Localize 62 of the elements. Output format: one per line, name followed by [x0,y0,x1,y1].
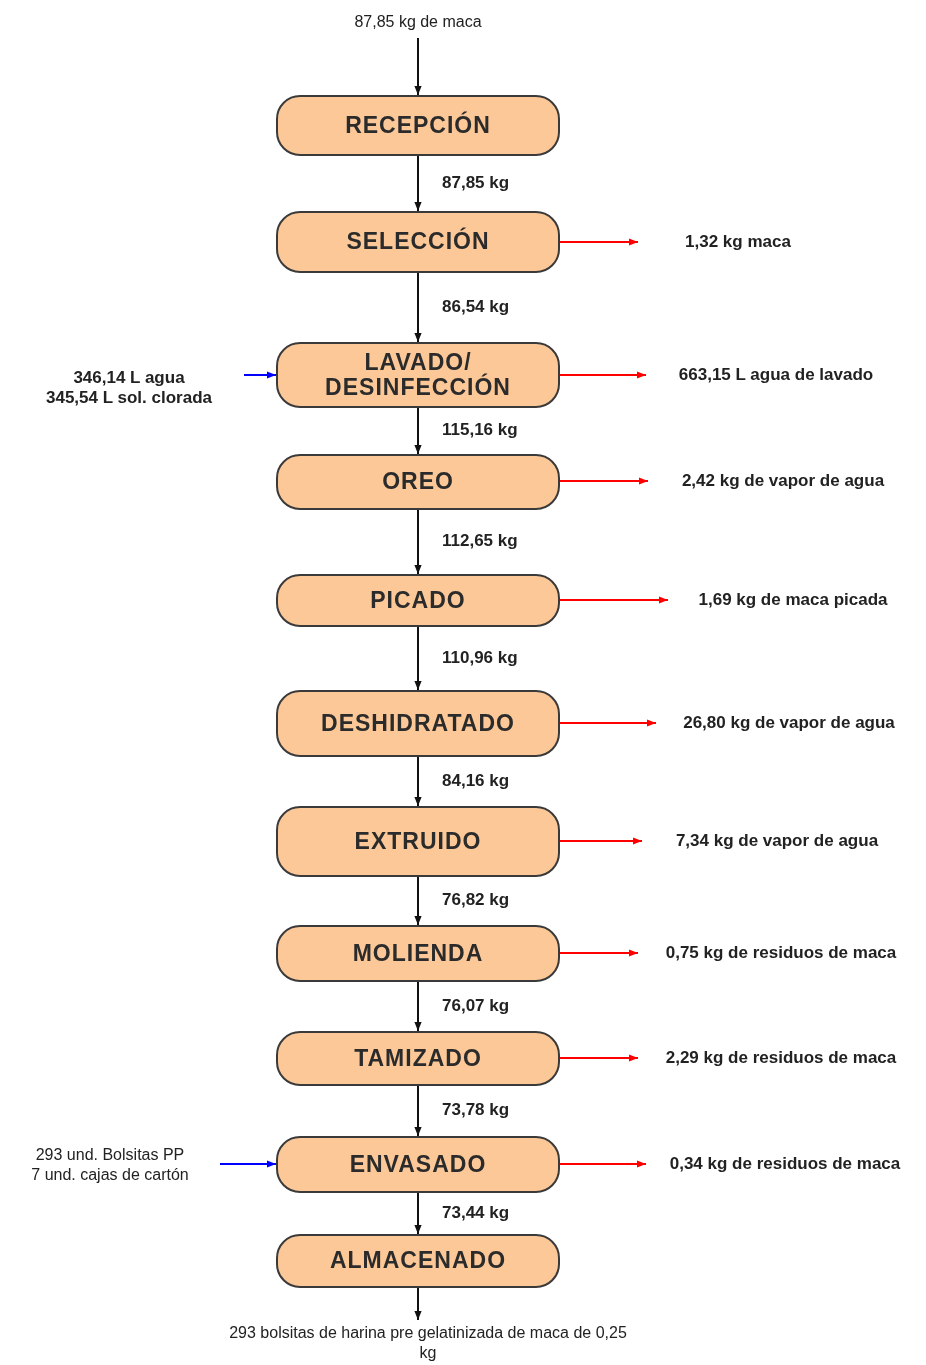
flow-text: 2,42 kg de vapor de agua [681,471,885,491]
flow-text: 346,14 L agua [73,368,185,388]
arrow [559,1160,647,1168]
process-box [276,342,560,408]
arrow [414,1287,422,1321]
process-name: PICADO [370,587,466,614]
arrow [414,37,422,96]
arrow [559,477,649,485]
arrow [219,1160,277,1168]
flow-text: 0,75 kg de residuos de maca [665,943,897,963]
flow-text: 1,32 kg maca [685,232,791,252]
process-name: OREO [382,469,454,495]
process-name: MOLIENDA [352,940,484,967]
flow-text: 87,85 kg de maca [354,12,482,32]
edge-label: 115,16 kg [440,420,520,440]
arrow [559,371,647,379]
flow-text: 26,80 kg de vapor de agua [683,713,895,733]
process-box [276,1031,560,1086]
flow-text: 7,34 kg de vapor de agua [675,831,879,851]
process-name: ENVASADO [349,1151,487,1178]
flow-text: 1,69 kg de maca picada [698,590,888,610]
process-name: DESHIDRATADO [321,710,515,737]
arrow [414,981,422,1032]
arrow [414,407,422,455]
arrow [414,626,422,691]
arrow [243,371,277,379]
process-box [276,211,560,273]
arrow [414,509,422,575]
flow-text: 293 bolsitas de harina pre gelatinizada de maca de 0,25 kg [228,1322,628,1363]
process-box [276,806,560,877]
edge-label: 112,65 kg [440,531,520,551]
arrow [414,756,422,807]
process-box [276,574,560,627]
arrow [414,1192,422,1235]
flow-text: 7 und. cajas de cartón [31,1165,189,1185]
process-box [276,690,560,757]
arrow [414,1085,422,1137]
flow-text: 663,15 L agua de lavado [678,365,874,385]
arrow [414,155,422,212]
arrow [559,837,643,845]
arrow [414,272,422,343]
process-box [276,95,560,156]
flow-text: 345,54 L sol. clorada [46,388,212,408]
process-box [276,454,560,510]
flow-text: 293 und. Bolsitas PP [35,1145,185,1165]
arrow [559,949,639,957]
arrow [559,238,639,246]
process-name: EXTRUIDO [354,828,482,855]
process-name: LAVADO/ DESINFECCIÓN [324,349,512,401]
process-name: SELECCIÓN [346,229,490,255]
process-box [276,925,560,982]
arrow [559,719,657,727]
flow-text: 0,34 kg de residuos de maca [669,1154,901,1174]
arrow [559,1054,639,1062]
flow-text: 2,29 kg de residuos de maca [665,1048,897,1068]
process-name: RECEPCIÓN [345,112,491,139]
process-name: TAMIZADO [354,1045,482,1072]
arrow [414,876,422,926]
process-name: ALMACENADO [329,1248,507,1274]
process-box [276,1234,560,1288]
arrow [559,596,669,604]
process-box [276,1136,560,1193]
